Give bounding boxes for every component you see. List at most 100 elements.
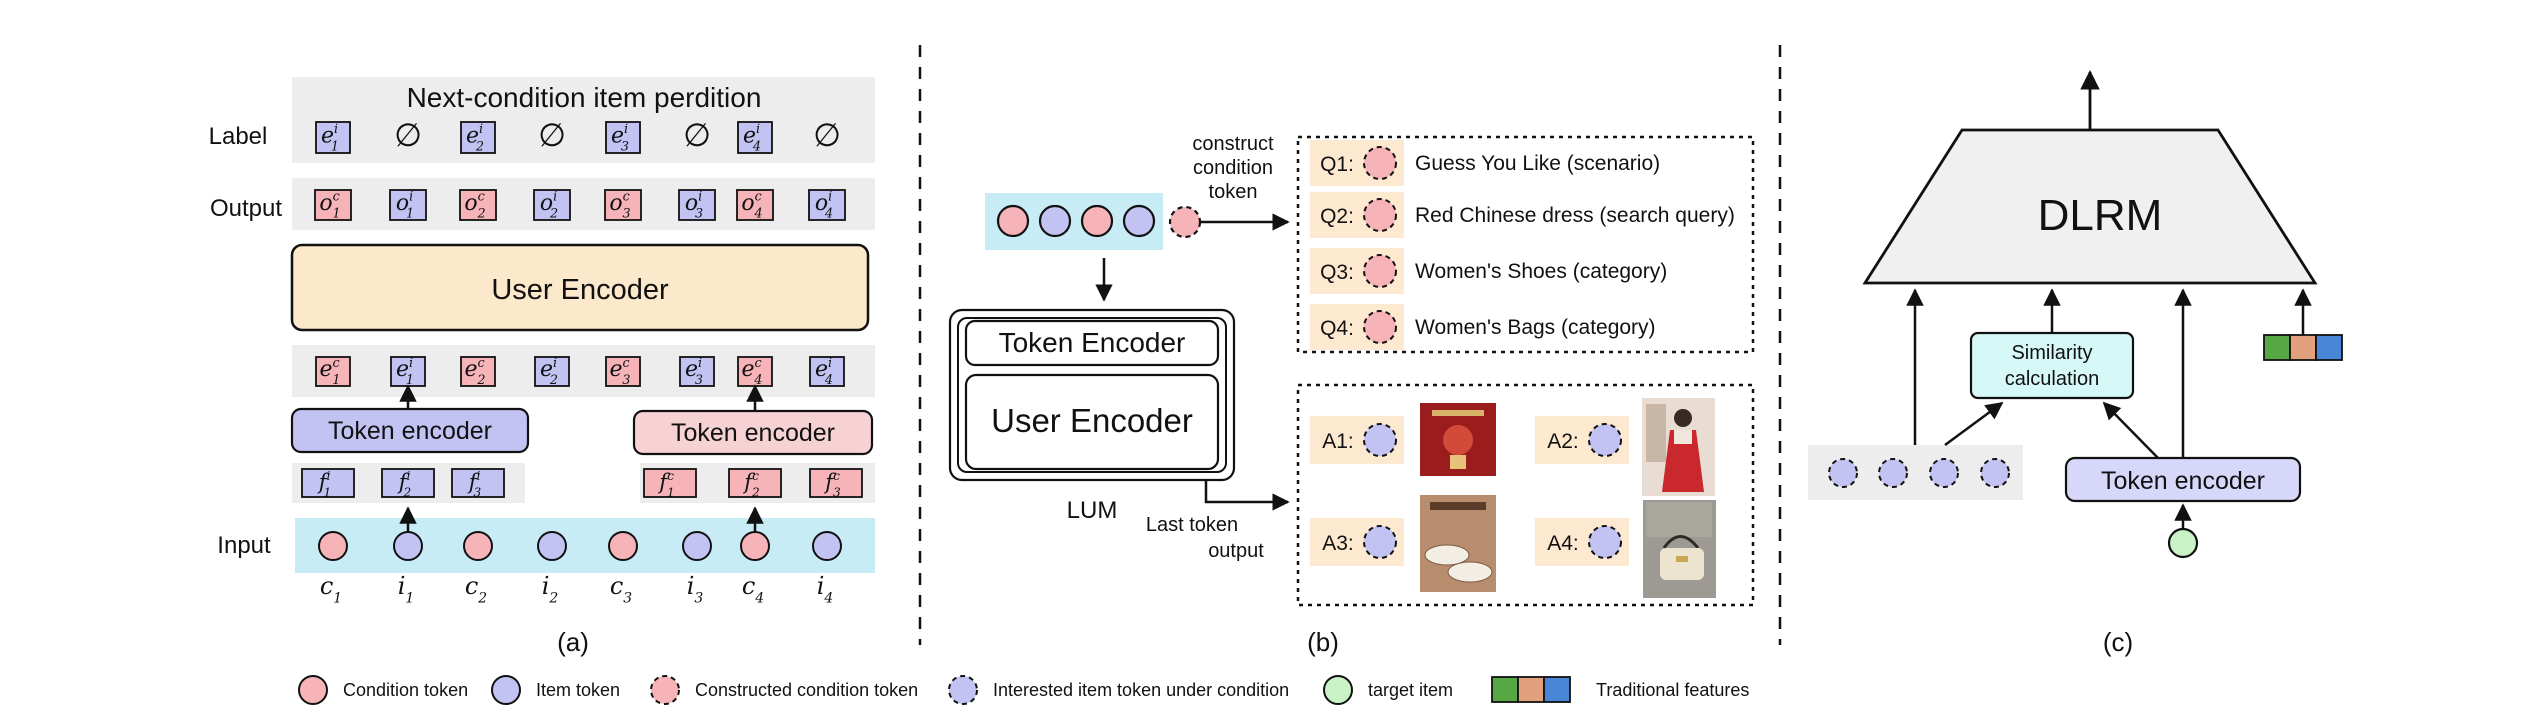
arrow-encoder-to-similarity [2102,401,2159,459]
embedding-token-text-3-sub: 2 [476,373,485,388]
lum-token-encoder-box [964,319,1220,367]
construct-label-line1: construct [1192,133,1274,155]
output-token-text-5-sup: c [623,190,630,205]
token-encoder-right-box [632,409,874,456]
similarity-label-line2: calculation [2005,368,2100,390]
label-token-empty-2: ∅ [394,117,422,153]
handbag-thumbnail [1643,500,1716,598]
embedding-token-text-1-sup: c [333,356,340,371]
embedding-token-text-4-sub: 2 [549,373,558,388]
legend-label-features: Traditional features [1596,680,1749,700]
cond-feature-text-2-sub: 2 [751,486,760,500]
input-token-3 [463,531,493,561]
dlrm-label: DLRM [2038,191,2163,240]
embedding-token-box-5 [605,356,641,387]
embedding-token-text-3-sup: c [478,356,485,371]
legend-label-item-dashed: Interested item token under condition [993,680,1289,700]
item-feature-text-3-sup: i [477,469,481,483]
output-token-text-5-sub: 3 [623,207,631,222]
query-panel [1296,135,1755,354]
input-token-label-1: c1 [320,572,342,607]
dlrm-block [1862,128,2318,285]
output-token-box-3 [459,189,497,221]
legend-swatch-cond-dashed [650,675,680,705]
output-token-text-7-sup: c [755,190,762,205]
embedding-token-text-8-sub: 4 [824,373,833,388]
output-token-text-2-sup: i [409,190,413,205]
cond-feature-text-3-sup: c [833,469,840,483]
last-token-label-line2: output [1208,540,1264,562]
label-token-box-5 [605,121,641,154]
lum-token-encoder-label: Token Encoder [999,327,1186,358]
label-token-box-7 [737,121,773,154]
answer-token-2 [1588,423,1622,457]
label-token-box-3 [460,121,496,154]
panel-a: Next-condition item perdition Label Outp… [209,77,875,657]
cond-feature-text-2-sup: c [752,469,759,483]
token-encoder-left-box [290,407,530,454]
arrow-tokens-to-similarity [1944,401,2004,447]
caption-c: (c) [2103,627,2133,657]
sequence-token-3 [1080,204,1114,238]
output-token-box-8 [808,189,846,221]
token-encoder-left-label: Token encoder [328,417,492,445]
construct-label-line3: token [1209,181,1258,203]
output-token-text-3-sup: c [478,190,485,205]
red-poster-thumbnail [1420,403,1496,476]
embedding-token-text-8-sup: i [828,356,832,371]
red-dress-thumbnail [1642,398,1715,496]
legend-swatch-cond [298,675,328,705]
embedding-token-box-1 [315,356,351,387]
legend-label-cond-dashed: Constructed condition token [695,680,918,700]
input-token-label-5-sub: 3 [623,591,632,607]
label-token-text-1-sup: i [334,122,338,137]
embedding-token-box-4 [534,356,570,387]
lum-user-encoder-box [964,373,1220,471]
cond-feature-text-1-sup: c [667,469,674,483]
lum-label: LUM [1067,497,1118,524]
label-token-empty-6: ∅ [683,117,711,153]
answer-list: A1:A2:A3:A4: [1310,416,1629,566]
legend-swatch-item-dashed [948,675,978,705]
input-token-label-6-sub: 3 [694,591,703,607]
answer-token-4 [1588,525,1622,559]
panel-b: construct condition token Token Encoder … [948,133,1755,657]
interest-token-3 [1929,458,1959,488]
embedding-token-text-4-sup: i [553,356,557,371]
embedding-token-text-7-sub: 4 [753,373,762,388]
construct-label-line2: condition [1193,157,1273,179]
input-token-5 [608,531,638,561]
sequence-tokens [996,204,1156,238]
output-token-box-5 [604,189,642,221]
item-feature-box-2 [381,468,435,498]
label-token-text-3-sup: i [479,122,483,137]
cond-feature-box-1 [643,468,697,498]
last-token-label-line1: Last token [1146,514,1238,536]
embedding-token-box-3 [460,356,496,387]
query-list: Q1:Guess You Like (scenario)Q2:Red Chine… [1310,140,1735,350]
answer-panel [1296,383,1755,607]
query-token-4 [1363,310,1397,344]
item-feature-text-1-sub: 1 [324,486,332,500]
input-token-label-3-sub: 2 [477,591,487,607]
embedding-token-text-7-sup: c [755,356,762,371]
embedding-token-text-5-sub: 3 [622,373,630,388]
feature-cell-3 [2315,334,2343,361]
legend-swatch-target [1323,675,1353,705]
interest-token-2 [1878,458,1908,488]
input-token-label-3: c2 [465,572,487,607]
input-token-6 [682,531,712,561]
query-token-1 [1363,146,1397,180]
